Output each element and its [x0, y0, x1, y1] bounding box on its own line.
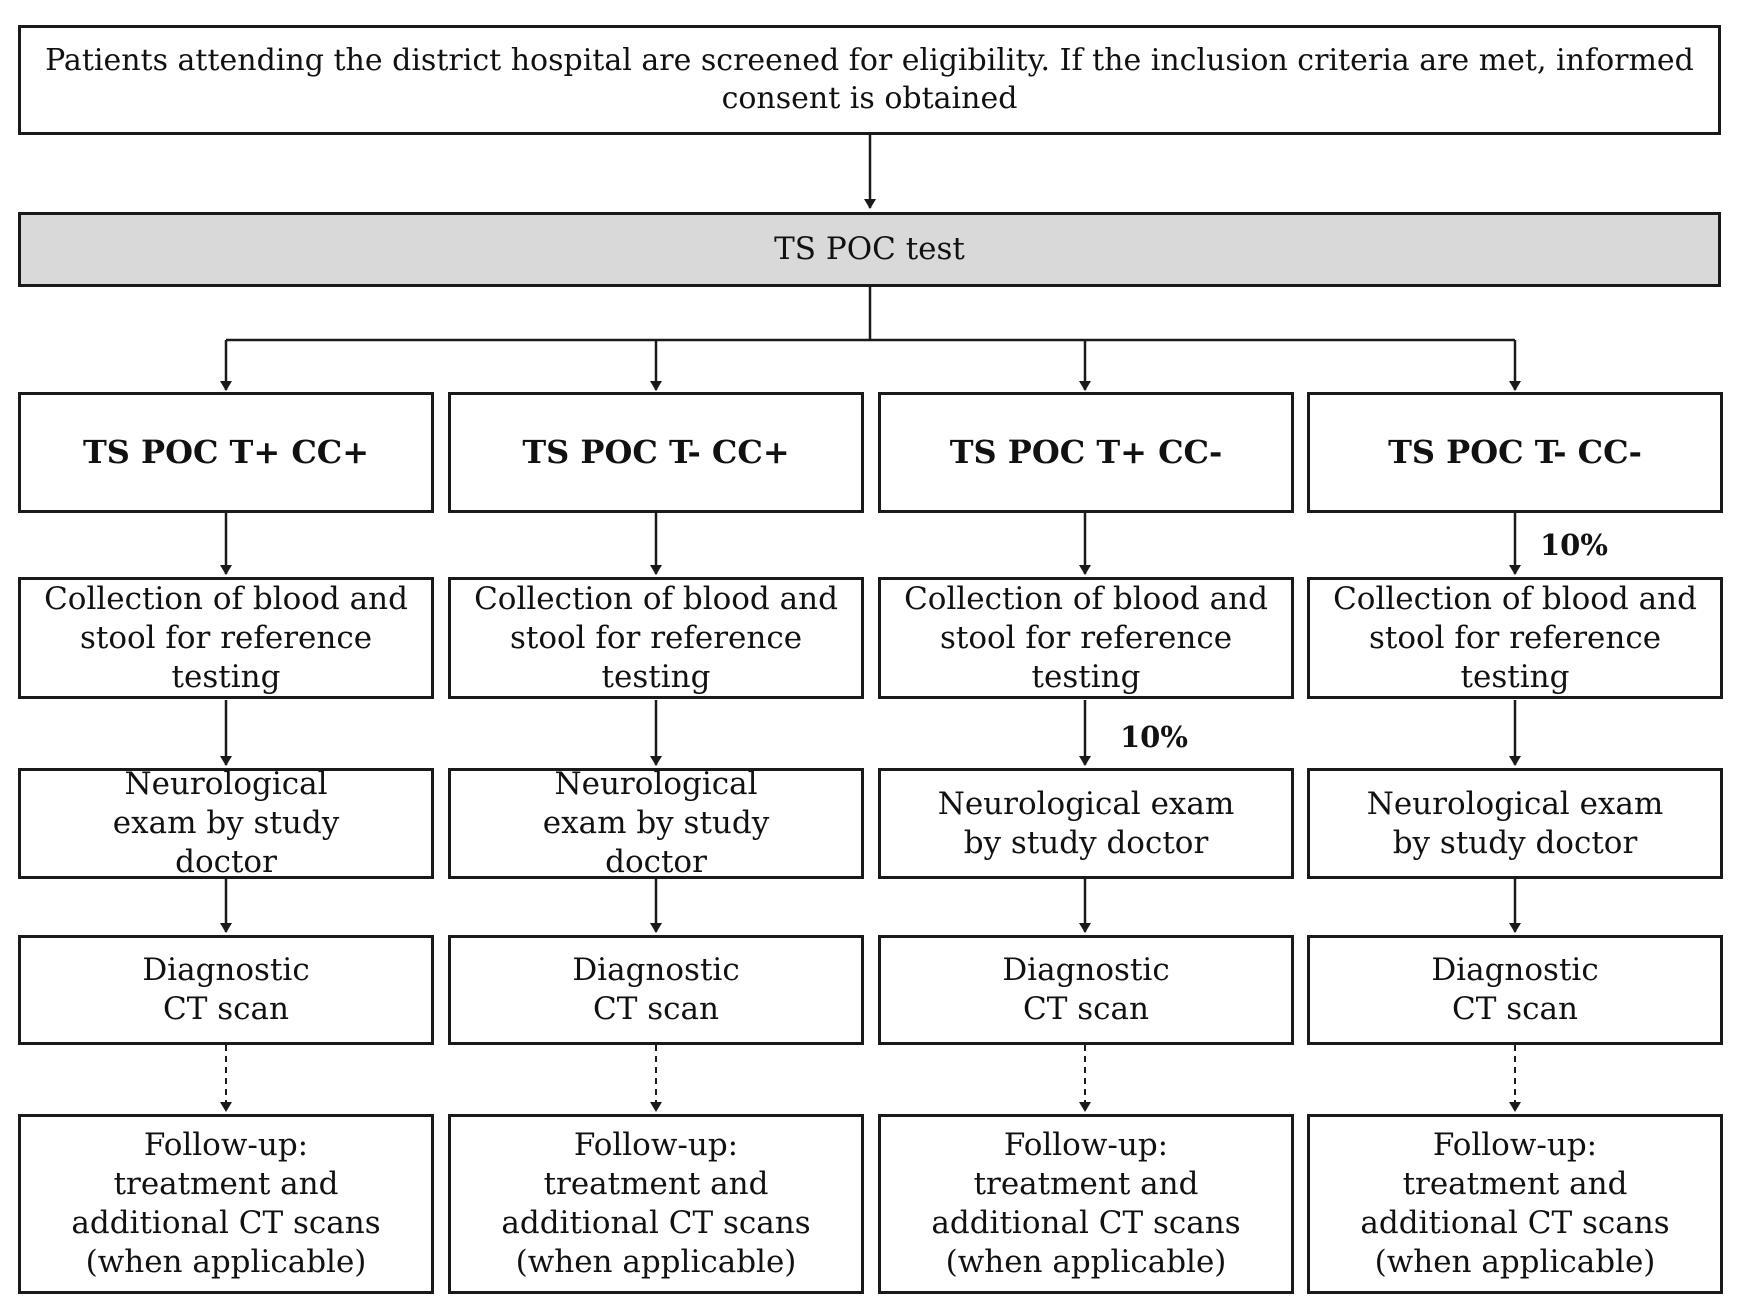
percentage-label-3: 10%	[1120, 720, 1188, 754]
ct-box-2: Diagnostic CT scan	[448, 935, 864, 1045]
group-head-2: TS POC T- CC+	[448, 392, 864, 513]
group-head-1: TS POC T+ CC+	[18, 392, 434, 513]
ts-poc-test-label: TS POC test	[774, 231, 965, 267]
collection-box-4: Collection of blood and stool for refere…	[1307, 577, 1723, 699]
ct-box-1: Diagnostic CT scan	[18, 935, 434, 1045]
consent-text: Patients attending the district hospital…	[45, 43, 1694, 116]
collection-box-3: Collection of blood and stool for refere…	[878, 577, 1294, 699]
group-head-3: TS POC T+ CC-	[878, 392, 1294, 513]
percentage-label-4: 10%	[1540, 528, 1608, 562]
followup-box-1: Follow-up: treatment and additional CT s…	[18, 1114, 434, 1294]
ts-poc-test-box: TS POC test	[18, 212, 1721, 287]
collection-box-1: Collection of blood and stool for refere…	[18, 577, 434, 699]
neuro-box-4: Neurological exam by study doctor	[1307, 768, 1723, 879]
followup-box-2: Follow-up: treatment and additional CT s…	[448, 1114, 864, 1294]
ct-box-4: Diagnostic CT scan	[1307, 935, 1723, 1045]
group-head-4: TS POC T- CC-	[1307, 392, 1723, 513]
neuro-box-3: Neurological exam by study doctor	[878, 768, 1294, 879]
ct-box-3: Diagnostic CT scan	[878, 935, 1294, 1045]
followup-box-3: Follow-up: treatment and additional CT s…	[878, 1114, 1294, 1294]
collection-box-2: Collection of blood and stool for refere…	[448, 577, 864, 699]
followup-box-4: Follow-up: treatment and additional CT s…	[1307, 1114, 1723, 1294]
neuro-box-1: Neurological exam by study doctor	[18, 766, 434, 880]
consent-box: Patients attending the district hospital…	[18, 25, 1721, 135]
neuro-box-2: Neurological exam by study doctor	[448, 766, 864, 880]
